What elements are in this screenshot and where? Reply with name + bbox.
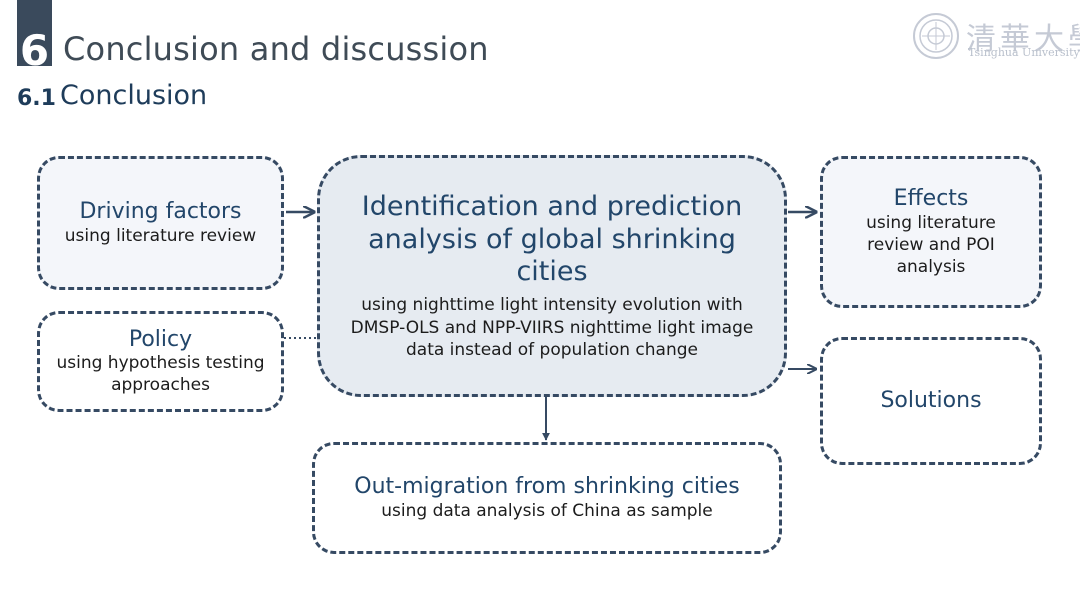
subsection-number: 6.1: [17, 86, 56, 111]
logo-chinese-text: 清華大學: [966, 22, 1080, 57]
effects-description: using literature review and POI analysis: [866, 212, 996, 277]
driving-factors-box: Driving factors using literature review: [37, 156, 284, 290]
university-seal-icon: [913, 13, 959, 59]
university-logo: 清華大學 Tsinghua University: [912, 12, 1080, 66]
driving-factors-description: using literature review: [64, 225, 257, 246]
policy-box: Policy using hypothesis testing approach…: [37, 311, 284, 412]
page-title: Conclusion and discussion: [63, 30, 489, 68]
center-title: Identification and prediction analysis o…: [361, 191, 743, 288]
out-migration-title: Out-migration from shrinking cities: [354, 474, 740, 500]
subsection-title: Conclusion: [60, 80, 208, 111]
out-migration-box: Out-migration from shrinking cities usin…: [312, 442, 782, 554]
section-number: 6: [19, 26, 50, 75]
effects-title: Effects: [893, 186, 969, 212]
center-description: using nighttime light intensity evolutio…: [350, 295, 754, 360]
effects-box: Effects using literature review and POI …: [820, 156, 1042, 308]
out-migration-description: using data analysis of China as sample: [381, 500, 713, 521]
section-number-block: 6: [17, 0, 52, 72]
driving-factors-title: Driving factors: [79, 199, 242, 225]
solutions-title: Solutions: [880, 388, 982, 414]
policy-title: Policy: [128, 326, 193, 352]
policy-description: using hypothesis testing approaches: [56, 353, 265, 396]
solutions-box: Solutions: [820, 337, 1042, 465]
logo-english-text: Tsinghua University: [968, 46, 1080, 59]
center-box: Identification and prediction analysis o…: [317, 155, 787, 397]
